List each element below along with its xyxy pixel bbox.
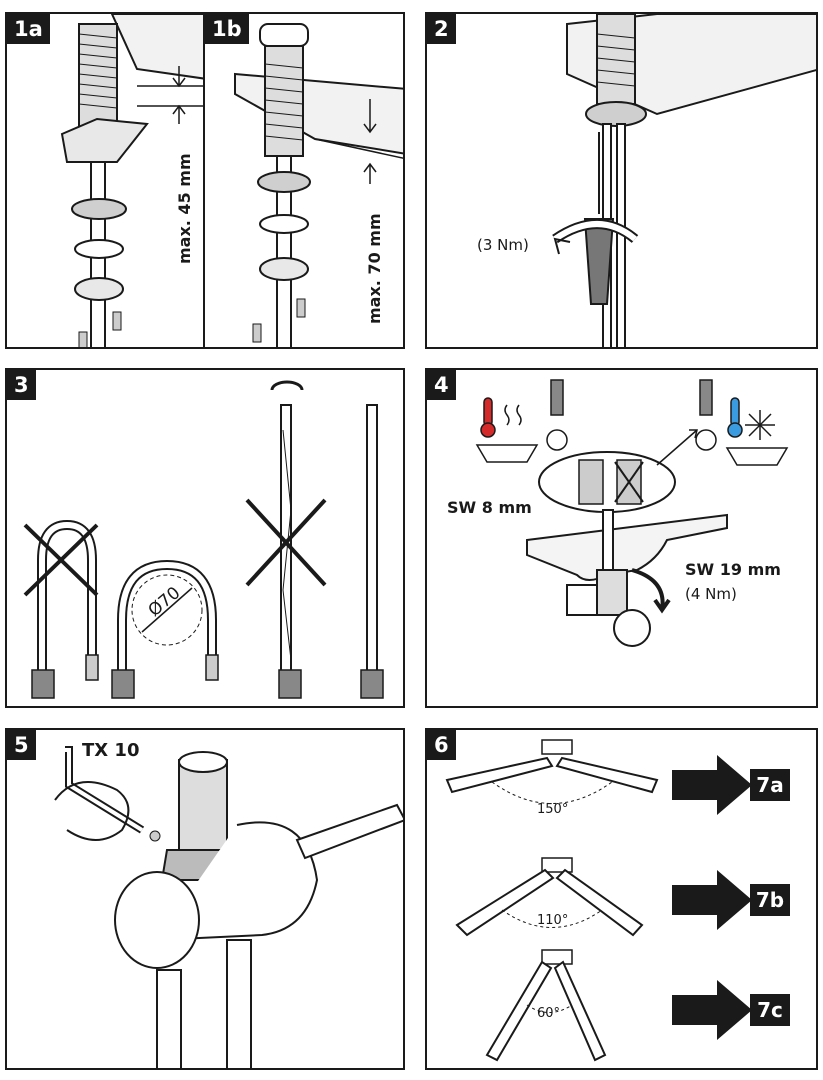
illustration-4 xyxy=(475,379,789,647)
illustration-5 xyxy=(54,746,403,1068)
step-badge-3: 3 xyxy=(7,370,36,400)
next-step-label-7c: 7c xyxy=(750,994,790,1026)
wrench-size-large: SW 19 mm xyxy=(685,560,781,579)
panel-6: 6 150° 110° 60° 7a 7b 7c xyxy=(425,728,818,1070)
step-badge-5: 5 xyxy=(7,730,36,760)
dimension-label-1a: max. 45 mm xyxy=(175,153,194,264)
illustration-3 xyxy=(23,380,384,699)
panel-3: 3 Ø70 xyxy=(5,368,405,708)
panel-1b: 1b max. 70 mm xyxy=(203,12,405,349)
arrow-right-icon xyxy=(672,980,752,1040)
illustration-1a xyxy=(60,14,203,347)
panel-1a: 1a max. 45 mm xyxy=(5,12,205,349)
wrench-size-small: SW 8 mm xyxy=(447,498,532,517)
step-badge-6: 6 xyxy=(427,730,456,760)
panel-4: 4 SW 8 mm SW 19 mm (4 Nm xyxy=(425,368,818,708)
next-step-label-7b: 7b xyxy=(750,884,790,916)
torque-label-2: (3 Nm) xyxy=(477,236,529,254)
thermometer-hot-icon xyxy=(483,397,493,427)
arrow-right-icon xyxy=(672,870,752,930)
torque-label-4: (4 Nm) xyxy=(685,585,737,603)
illustration-6 xyxy=(445,739,659,1062)
angle-label-150: 150° xyxy=(537,802,569,817)
next-step-7c: 7c xyxy=(672,980,792,1040)
illustration-1b xyxy=(234,23,403,347)
panel-2: 2 (3 Nm) xyxy=(425,12,818,349)
panel-5: 5 TX 10 xyxy=(5,728,405,1070)
angle-label-110: 110° xyxy=(537,913,569,928)
arrow-right-icon xyxy=(672,755,752,815)
angle-label-60: 60° xyxy=(537,1006,561,1021)
snowflake-icon xyxy=(745,410,775,440)
next-step-7a: 7a xyxy=(672,755,792,815)
illustration-2 xyxy=(552,14,816,347)
step-badge-2: 2 xyxy=(427,14,456,44)
step-badge-1a: 1a xyxy=(7,14,50,44)
next-step-7b: 7b xyxy=(672,870,792,930)
dimension-label-1b: max. 70 mm xyxy=(365,213,384,324)
tool-size-label: TX 10 xyxy=(82,740,140,761)
thermometer-cold-icon xyxy=(730,397,740,427)
step-badge-4: 4 xyxy=(427,370,456,400)
next-step-label-7a: 7a xyxy=(750,769,790,801)
step-badge-1b: 1b xyxy=(205,14,249,44)
